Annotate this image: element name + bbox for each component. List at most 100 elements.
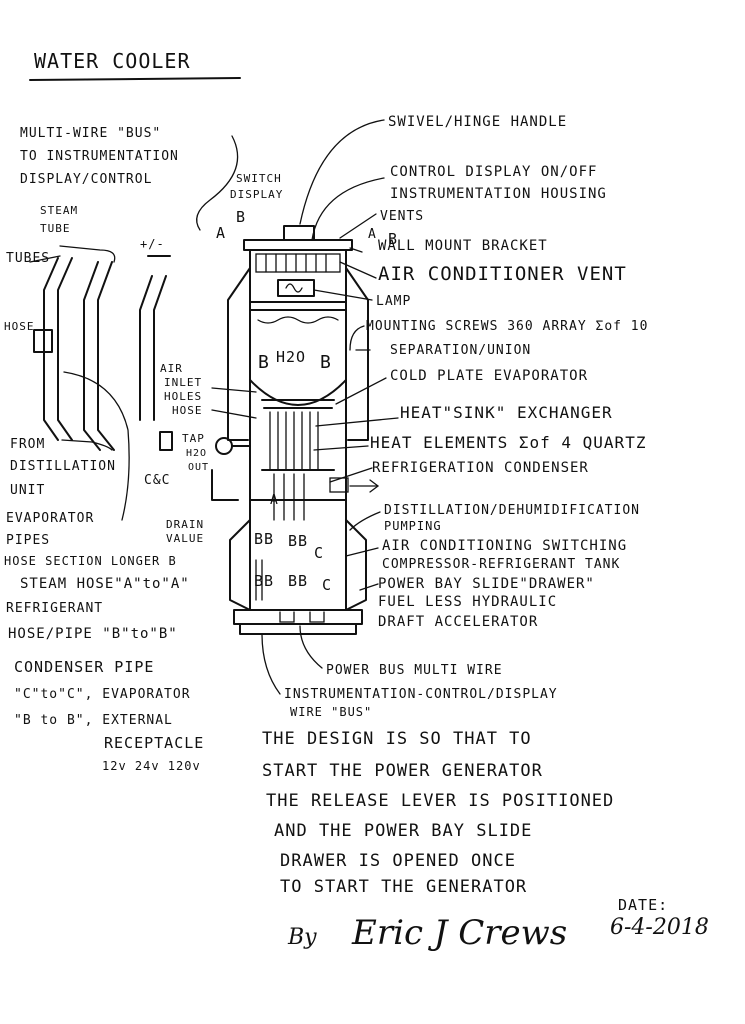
diagram-marks: A B B A H2O B B +/- BB BB BB BB C C A (140, 208, 397, 594)
label-draft: DRAFT ACCELERATOR (378, 614, 538, 630)
label-mounting-screws: MOUNTING SCREWS 360 ARRAY Σof 10 (366, 319, 648, 334)
label-heat-elements: HEAT ELEMENTS Σof 4 QUARTZ (370, 433, 646, 452)
tube-2 (83, 261, 101, 451)
tube-1 (43, 257, 59, 441)
svg-text:DISTILLATION: DISTILLATION (10, 459, 116, 474)
unit-body-sides (249, 249, 347, 611)
mark-c-2: C (322, 576, 332, 594)
note-line-3: THE RELEASE LEVER IS POSITIONED (266, 791, 614, 811)
note-line-6: TO START THE GENERATOR (280, 877, 527, 897)
svg-text:PIPES: PIPES (6, 533, 50, 548)
note-line-1: THE DESIGN IS SO THAT TO (262, 729, 532, 749)
mark-h2o: H2O (276, 348, 306, 366)
label-distillation: DISTILLATION/DEHUMIDIFICATION (384, 503, 640, 518)
svg-text:DISPLAY: DISPLAY (230, 188, 283, 201)
svg-text:DISPLAY/CONTROL: DISPLAY/CONTROL (20, 172, 152, 187)
title-underline (29, 77, 241, 81)
heat-sink-fins (269, 411, 319, 471)
water-surface (257, 316, 339, 324)
leader-lines (29, 119, 399, 695)
label-hose-2: HOSE (172, 404, 203, 417)
mark-c-1: C (314, 544, 324, 562)
label-power-bus: POWER BUS MULTI WIRE (326, 663, 503, 678)
label-air-inlet: AIR (160, 362, 183, 375)
hose-fitting (159, 431, 173, 451)
svg-text:VALUE: VALUE (166, 532, 204, 545)
label-tap: TAP (182, 432, 205, 445)
label-evaporator-pipes: EVAPORATOR (6, 511, 94, 526)
mark-a-right: A (368, 227, 377, 242)
tank-top (249, 301, 347, 311)
note-line-5: DRAWER IS OPENED ONCE (280, 851, 516, 871)
water-cooler-unit (159, 225, 380, 635)
label-fuelless: FUEL LESS HYDRAULIC (378, 594, 557, 610)
mark-plus-minus: +/- (140, 237, 165, 251)
mark-bb-3: BB (254, 572, 274, 590)
date-value: 6-4-2018 (610, 915, 709, 940)
svg-text:"B to B", EXTERNAL: "B to B", EXTERNAL (14, 713, 173, 728)
label-swivel-handle: SWIVEL/HINGE HANDLE (388, 114, 567, 130)
mark-bb-4: BB (288, 572, 308, 590)
svg-text:"C"to"C", EVAPORATOR: "C"to"C", EVAPORATOR (14, 687, 191, 702)
svg-text:WIRE "BUS": WIRE "BUS" (290, 705, 372, 719)
mark-bb-2: BB (288, 532, 308, 550)
lamp-shape (277, 279, 315, 297)
hose-clamp (33, 329, 53, 353)
side-tubes (33, 255, 171, 451)
mark-bb-1: BB (254, 530, 274, 548)
label-cc: C&C (144, 473, 170, 488)
svg-text:UNIT: UNIT (10, 483, 45, 498)
label-power-bay: POWER BAY SLIDE"DRAWER" (378, 576, 595, 592)
label-drain-value: DRAIN (166, 518, 204, 531)
label-air-switching: AIR CONDITIONING SWITCHING (382, 538, 627, 554)
label-vents: VENTS (380, 209, 424, 224)
power-bay-shell (229, 519, 367, 611)
label-voltages: 12v 24v 120v (102, 759, 201, 773)
cold-plate-shape (261, 399, 335, 409)
diagram-title: WATER COOLER (34, 49, 191, 73)
tap-valve (215, 437, 233, 455)
labels: SWIVEL/HINGE HANDLE MULTI-WIRE "BUS" TO … (4, 114, 648, 773)
label-hose: HOSE (4, 320, 35, 333)
label-instrumentation-bus: INSTRUMENTATION-CONTROL/DISPLAY (284, 687, 558, 702)
mark-b-inner-right: B (320, 352, 332, 373)
label-compressor: COMPRESSOR-REFRIGERANT TANK (382, 557, 620, 572)
label-control-display: CONTROL DISPLAY ON/OFF (390, 164, 597, 180)
svg-text:INSTRUMENTATION HOUSING: INSTRUMENTATION HOUSING (390, 186, 607, 202)
label-switch-display: SWITCH (236, 172, 282, 185)
label-ac-vent: AIR CONDITIONER VENT (378, 263, 627, 285)
swivel-handle-shape (283, 225, 315, 241)
label-receptacle: RECEPTACLE (104, 734, 204, 752)
svg-text:OUT: OUT (188, 462, 209, 473)
design-note: THE DESIGN IS SO THAT TO START THE POWER… (262, 729, 614, 897)
ac-vent-grid (255, 253, 341, 273)
svg-text:INLET: INLET (164, 376, 202, 389)
label-wall-mount: WALL MOUNT BRACKET (378, 238, 548, 254)
note-line-4: AND THE POWER BAY SLIDE (274, 821, 532, 841)
tank-bowl (249, 379, 347, 406)
mark-b-left: B (236, 208, 246, 226)
label-hose-section: HOSE SECTION LONGER B (4, 554, 177, 568)
signature-name: Eric J Crews (351, 913, 567, 953)
svg-text:TO INSTRUMENTATION: TO INSTRUMENTATION (20, 149, 179, 164)
date-label: DATE: (618, 896, 668, 914)
right-shell (345, 267, 369, 441)
label-refrigeration-condenser: REFRIGERATION CONDENSER (372, 460, 589, 476)
svg-text:HOLES: HOLES (164, 390, 202, 403)
label-refrigerant: REFRIGERANT (6, 601, 103, 616)
mark-a-left: A (216, 224, 226, 242)
label-tubes: TUBES (6, 251, 50, 266)
note-line-2: START THE POWER GENERATOR (262, 761, 543, 781)
svg-text:HOSE/PIPE "B"to"B": HOSE/PIPE "B"to"B" (8, 626, 178, 642)
label-steam-tube: STEAM (40, 204, 78, 217)
top-cap (243, 239, 353, 251)
mark-b-inner-left: B (258, 352, 270, 373)
mark-a-mid: A (270, 493, 279, 508)
label-steam-hose: STEAM HOSE"A"to"A" (20, 576, 190, 592)
label-lamp: LAMP (376, 294, 411, 309)
drain-valve-shape (211, 469, 239, 501)
label-from-distillation: FROM (10, 437, 45, 452)
label-condenser-pipe: CONDENSER PIPE (14, 658, 154, 676)
